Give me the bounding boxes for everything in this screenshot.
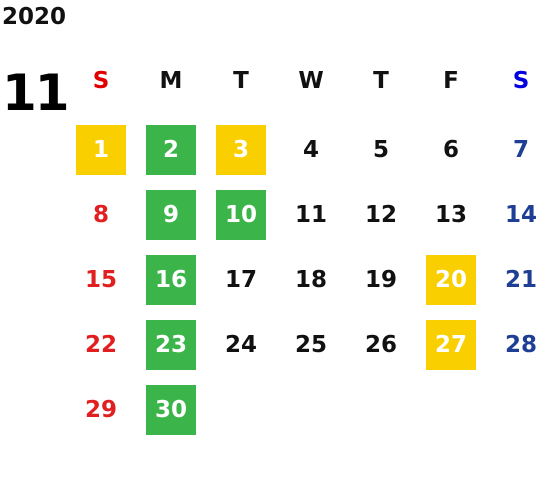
day-cell[interactable]: 19	[364, 267, 397, 293]
day-cell[interactable]: 29	[84, 397, 117, 423]
year-label: 2020	[2, 4, 67, 30]
day-cell[interactable]: 8	[92, 202, 109, 228]
day-cell[interactable]: 17	[224, 267, 257, 293]
day-cell[interactable]: 9	[146, 190, 196, 240]
day-cell[interactable]: 3	[216, 125, 266, 175]
day-cell[interactable]: 14	[504, 202, 537, 228]
day-cell[interactable]: 13	[434, 202, 467, 228]
weekday-header-saturday: S	[512, 68, 530, 94]
day-cell[interactable]: 10	[216, 190, 266, 240]
day-cell[interactable]: 20	[426, 255, 476, 305]
day-cell[interactable]: 11	[294, 202, 327, 228]
day-cell[interactable]: 30	[146, 385, 196, 435]
day-cell[interactable]: 23	[146, 320, 196, 370]
month-number: 11	[2, 64, 70, 122]
day-cell[interactable]: 5	[372, 137, 389, 163]
day-cell[interactable]: 6	[442, 137, 459, 163]
day-cell[interactable]: 2	[146, 125, 196, 175]
day-cell[interactable]: 27	[426, 320, 476, 370]
day-cell[interactable]: 25	[294, 332, 327, 358]
day-cell[interactable]: 12	[364, 202, 397, 228]
weekday-header-friday: F	[443, 68, 459, 94]
weekday-header-wednesday: W	[298, 68, 324, 94]
day-cell[interactable]: 24	[224, 332, 257, 358]
day-cell[interactable]: 28	[504, 332, 537, 358]
day-cell[interactable]: 18	[294, 267, 327, 293]
day-cell[interactable]: 16	[146, 255, 196, 305]
weekday-header-tuesday: T	[233, 68, 249, 94]
weekday-header-sunday: S	[92, 68, 110, 94]
day-cell[interactable]: 21	[504, 267, 537, 293]
day-cell[interactable]: 26	[364, 332, 397, 358]
weekday-header-monday: M	[159, 68, 183, 94]
day-cell[interactable]: 4	[302, 137, 319, 163]
weekday-header-thursday: T	[373, 68, 389, 94]
day-cell[interactable]: 1	[76, 125, 126, 175]
day-cell[interactable]: 7	[512, 137, 529, 163]
day-cell[interactable]: 15	[84, 267, 117, 293]
day-cell[interactable]: 22	[84, 332, 117, 358]
